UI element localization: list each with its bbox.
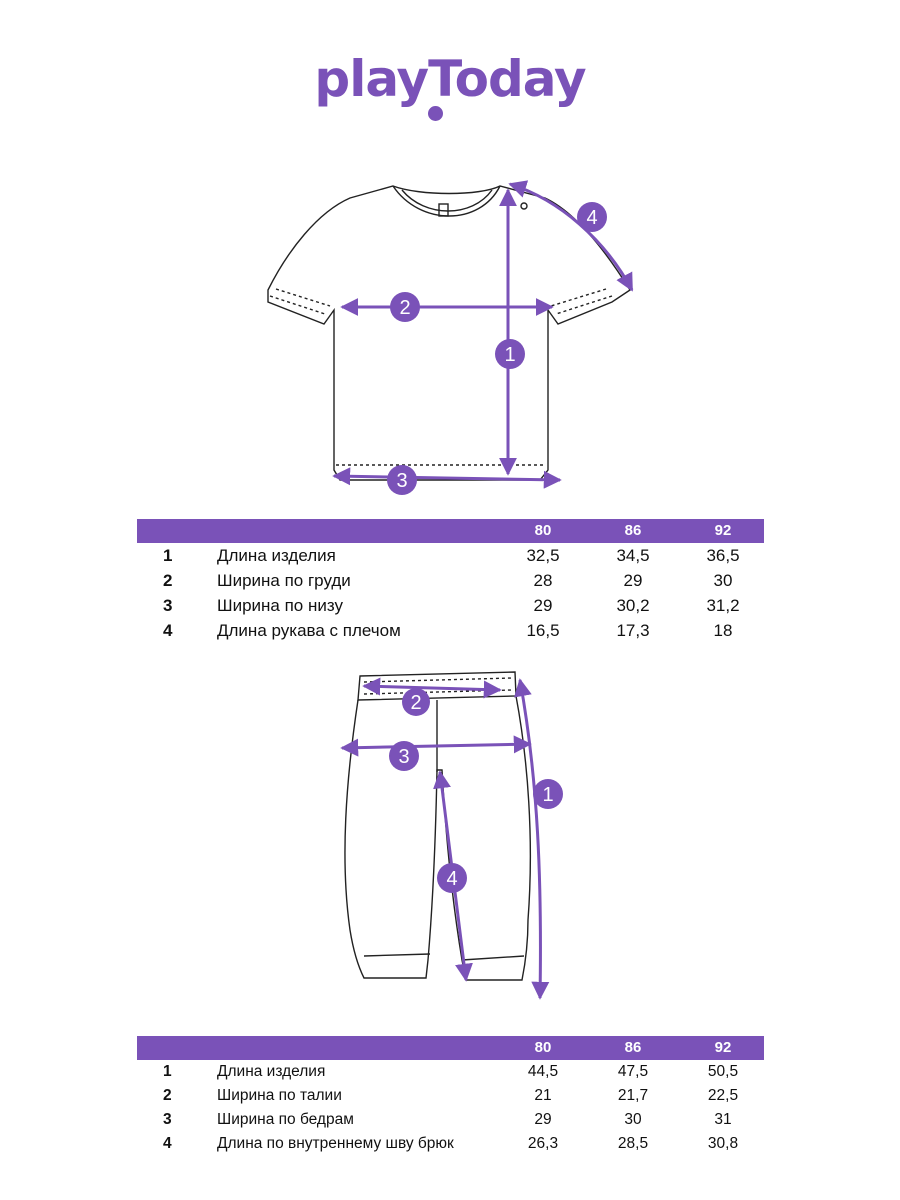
- table-row: 1 Длина изделия 32,5 34,5 36,5: [137, 543, 764, 568]
- brand-logo: playToday: [0, 50, 900, 108]
- row-number: 3: [163, 1111, 172, 1128]
- row-value: 22,5: [707, 1087, 739, 1104]
- row-value: 44,5: [527, 1063, 559, 1080]
- brand-logo-text: playToday: [314, 50, 586, 108]
- row-value: 30: [713, 571, 733, 590]
- size-80-header: 80: [534, 1039, 552, 1056]
- pants-badge-3: 3: [389, 741, 419, 771]
- svg-text:3: 3: [396, 470, 407, 492]
- pants-size-table: 80 86 92 1 Длина изделия 44,5 47,5 50,5 …: [137, 1036, 764, 1156]
- row-label: Длина по внутреннему шву брюк: [217, 1135, 454, 1152]
- row-value: 21: [534, 1087, 552, 1104]
- row-number: 1: [163, 1063, 172, 1080]
- row-value: 32,5: [526, 546, 560, 565]
- pants-badge-2: 2: [402, 688, 430, 716]
- tshirt-size-table: 80 86 92 1 Длина изделия 32,5 34,5 36,5 …: [137, 519, 764, 643]
- row-label: Длина изделия: [217, 546, 336, 565]
- tshirt-table-header: 80 86 92: [137, 519, 764, 543]
- row-label: Длина изделия: [217, 1063, 326, 1080]
- table-row: 3 Ширина по бедрам 29 30 31: [137, 1108, 764, 1132]
- table-row: 3 Ширина по низу 29 30,2 31,2: [137, 593, 764, 618]
- size-92-header: 92: [714, 522, 732, 539]
- tshirt-badge-4: 4: [577, 202, 607, 232]
- svg-text:4: 4: [586, 207, 597, 229]
- tshirt-drawing: 1 2 3 4: [267, 180, 634, 495]
- table-row: 1 Длина изделия 44,5 47,5 50,5: [137, 1060, 764, 1084]
- row-label: Длина рукава с плечом: [217, 621, 401, 640]
- svg-text:4: 4: [446, 868, 457, 890]
- svg-text:3: 3: [398, 746, 409, 768]
- brand-logo-dot: [428, 106, 443, 121]
- pants-outline: [344, 671, 532, 981]
- row-value: 30,8: [707, 1135, 739, 1152]
- pants-badge-1: 1: [533, 779, 563, 809]
- row-value: 47,5: [617, 1063, 649, 1080]
- svg-text:1: 1: [542, 784, 553, 806]
- row-value: 29: [534, 1111, 552, 1128]
- size-92-header: 92: [714, 1039, 732, 1056]
- size-86-header: 86: [624, 522, 642, 539]
- row-value: 28,5: [617, 1135, 649, 1152]
- tshirt-badge-1: 1: [495, 339, 525, 369]
- row-value: 34,5: [616, 546, 650, 565]
- table-row: 2 Ширина по груди 28 29 30: [137, 568, 764, 593]
- svg-text:2: 2: [399, 297, 410, 319]
- svg-text:1: 1: [504, 344, 515, 366]
- pants-drawing: 1 2 3 4: [340, 671, 563, 1000]
- row-value: 30: [624, 1111, 642, 1128]
- row-number: 4: [163, 1135, 172, 1152]
- row-label: Ширина по низу: [217, 596, 343, 615]
- row-value: 26,3: [527, 1135, 559, 1152]
- tshirt-badge-2: 2: [390, 292, 420, 322]
- row-number: 3: [163, 596, 173, 615]
- row-value: 29: [623, 571, 643, 590]
- row-label: Ширина по груди: [217, 571, 351, 590]
- row-value: 31,2: [706, 596, 740, 615]
- pants-table-header: 80 86 92: [137, 1036, 764, 1060]
- row-value: 17,3: [616, 621, 650, 640]
- row-value: 28: [533, 571, 553, 590]
- row-value: 50,5: [707, 1063, 739, 1080]
- row-value: 31: [714, 1111, 732, 1128]
- size-80-header: 80: [534, 522, 552, 539]
- row-number: 4: [163, 621, 173, 640]
- row-value: 21,7: [617, 1087, 649, 1104]
- table-row: 2 Ширина по талии 21 21,7 22,5: [137, 1084, 764, 1108]
- row-value: 18: [713, 621, 733, 640]
- svg-text:2: 2: [410, 692, 421, 714]
- table-row: 4 Длина рукава с плечом 16,5 17,3 18: [137, 618, 764, 643]
- row-value: 29: [533, 596, 553, 615]
- tshirt-badge-3: 3: [387, 465, 417, 495]
- row-number: 2: [163, 1087, 172, 1104]
- row-label: Ширина по талии: [217, 1087, 342, 1104]
- size-86-header: 86: [624, 1039, 642, 1056]
- tshirt-outline: [267, 185, 631, 481]
- row-number: 1: [163, 546, 173, 565]
- row-value: 36,5: [706, 546, 740, 565]
- table-row: 4 Длина по внутреннему шву брюк 26,3 28,…: [137, 1132, 764, 1156]
- row-number: 2: [163, 571, 173, 590]
- row-value: 30,2: [616, 596, 650, 615]
- pants-measure-lines: [340, 677, 550, 1000]
- pants-badge-4: 4: [437, 863, 467, 893]
- row-label: Ширина по бедрам: [217, 1111, 354, 1128]
- row-value: 16,5: [526, 621, 560, 640]
